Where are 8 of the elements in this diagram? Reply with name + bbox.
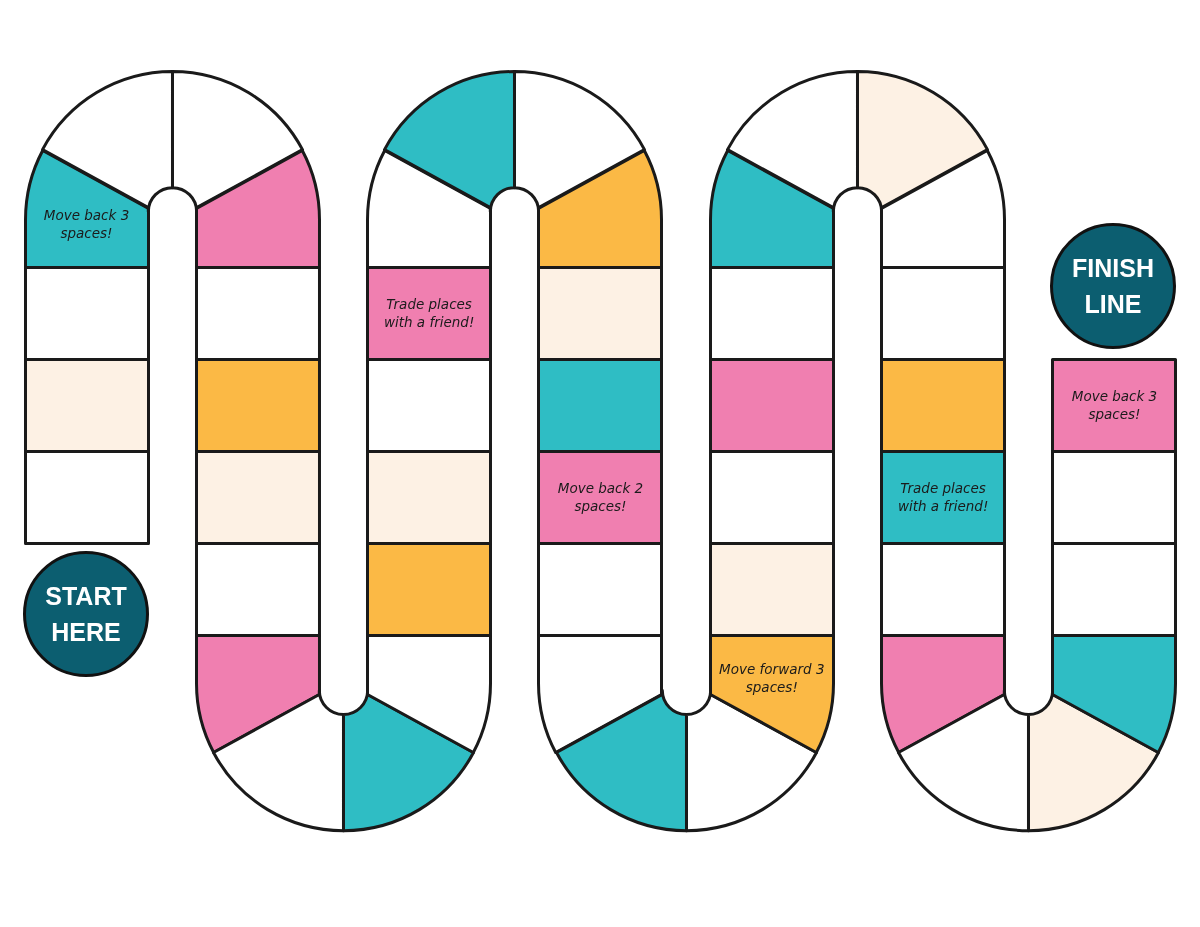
space-instruction: Move back 3 spaces!	[42, 205, 131, 243]
space-instruction: Move back 3 spaces!	[1070, 386, 1159, 424]
circle-label: START HERE	[44, 580, 128, 648]
space-instruction: Move back 2 spaces!	[556, 478, 645, 516]
space-instruction: Trade places with a friend!	[896, 478, 990, 516]
space-instruction: Move forward 3 spaces!	[718, 659, 826, 697]
circle-label: FINISH LINE	[1071, 252, 1155, 320]
space-instruction: Trade places with a friend!	[382, 294, 476, 332]
